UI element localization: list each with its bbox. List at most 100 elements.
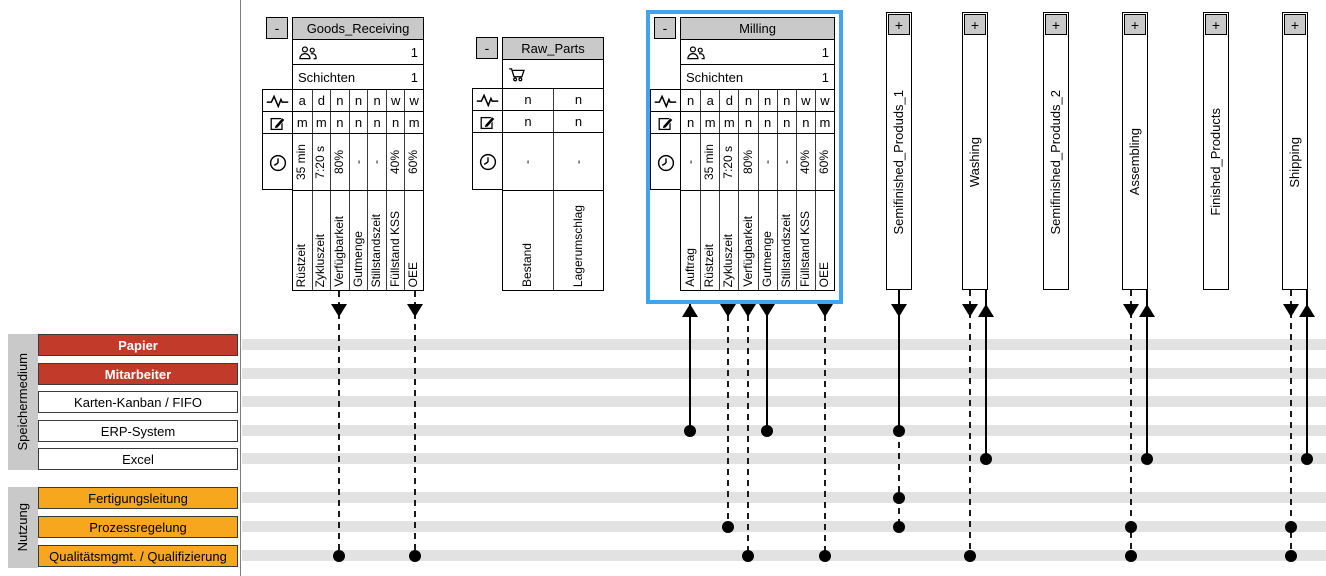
connector-line-goods-receiving-verf-gbarkeit xyxy=(338,291,340,556)
expand-button-finished-products[interactable]: + xyxy=(1205,14,1227,35)
row1-cell[interactable]: n xyxy=(367,90,386,111)
process-label-wrap: Semifinished_Produds_2 xyxy=(1044,37,1068,287)
metric-value-cell[interactable]: 60% xyxy=(404,134,423,190)
process-box-semifinished-produds-1[interactable]: + Semifinished_Produds_1 xyxy=(886,12,912,290)
row1-cell[interactable]: n xyxy=(524,92,532,107)
expand-button-washing[interactable]: + xyxy=(964,14,986,35)
info-value[interactable]: 1 xyxy=(821,69,829,85)
metric-value-cell[interactable]: - xyxy=(367,134,386,190)
row2-cell[interactable]: n xyxy=(348,112,368,133)
row1-cell[interactable]: w xyxy=(795,90,815,111)
metric-value-cell[interactable]: 7:20 s xyxy=(311,134,331,190)
row1-cell[interactable]: n xyxy=(776,90,796,111)
collapse-button-milling[interactable]: - xyxy=(654,17,676,39)
process-box-assembling[interactable]: +Assembling xyxy=(1122,12,1148,290)
metric-label: Auftrag xyxy=(682,248,697,287)
row2-cell[interactable]: m xyxy=(814,112,834,133)
expand-button-semifinished-produds-2[interactable]: + xyxy=(1045,14,1067,35)
metric-value-cell[interactable]: - xyxy=(757,134,777,190)
row1-cell[interactable]: d xyxy=(719,90,738,111)
metric-value-cell[interactable]: 80% xyxy=(330,134,349,190)
metric-value: 80% xyxy=(740,149,755,175)
metric-value-cell[interactable]: - xyxy=(553,133,603,190)
metric-value-cell[interactable]: - xyxy=(503,133,553,190)
metric-label-cell: Auftrag xyxy=(681,191,700,290)
row2-cell[interactable]: n xyxy=(524,114,532,129)
process-title[interactable]: Raw_Parts xyxy=(503,38,603,60)
row2-cell[interactable]: n xyxy=(686,115,695,130)
connector-line-washing-excel xyxy=(985,290,987,459)
row2-cell[interactable]: m xyxy=(700,112,719,133)
row2-cell[interactable]: n xyxy=(795,112,815,133)
metric-value-cell[interactable]: - xyxy=(348,134,368,190)
metric-label: Zykluszeit xyxy=(313,233,328,287)
edit-icon xyxy=(651,112,680,134)
row2-cell[interactable]: m xyxy=(404,112,423,133)
row2-cell[interactable]: m xyxy=(311,112,331,133)
row1-cell[interactable]: n xyxy=(348,90,368,111)
row2-cell[interactable]: n xyxy=(776,112,796,133)
metric-value-cell[interactable]: 60% xyxy=(814,134,834,190)
info-value[interactable]: 1 xyxy=(821,44,829,60)
metric-value-cell[interactable]: 40% xyxy=(795,134,815,190)
row1-cell[interactable]: w xyxy=(385,90,405,111)
row2-cell[interactable]: m xyxy=(719,112,738,133)
metric-value-cell[interactable]: 35 min xyxy=(700,134,719,190)
legend-row-erp-system: ERP-System xyxy=(38,420,238,442)
process-title[interactable]: Goods_Receiving xyxy=(293,18,423,40)
row2-cell[interactable]: n xyxy=(757,112,777,133)
metric-value-cell[interactable]: 80% xyxy=(738,134,757,190)
metric-label-cell: Rüstzeit xyxy=(700,191,719,290)
connection-dot xyxy=(964,550,976,562)
info-value[interactable]: 1 xyxy=(410,69,418,85)
metric-label: Lagerumschlag xyxy=(570,204,585,287)
process-label: Semifinished_Produds_1 xyxy=(890,89,906,235)
row1-cell[interactable]: w xyxy=(404,90,423,111)
metric-value-cell[interactable]: - xyxy=(776,134,796,190)
row1-cell[interactable]: d xyxy=(311,90,331,111)
row2-cell[interactable]: n xyxy=(330,112,349,133)
metric-label: Füllstand KSS xyxy=(387,210,402,287)
metric-value-cell[interactable]: 7:20 s xyxy=(719,134,738,190)
row1-cell[interactable]: n xyxy=(738,90,757,111)
metric-label-cell: OEE xyxy=(814,191,834,290)
expand-button-assembling[interactable]: + xyxy=(1124,14,1146,35)
collapse-button-raw-parts[interactable]: - xyxy=(476,37,498,59)
process-box-finished-products[interactable]: +Finished_Products xyxy=(1203,12,1229,290)
row2-cell[interactable]: n xyxy=(738,112,757,133)
connector-line-milling-zykluszeit xyxy=(727,304,729,527)
expand-button-shipping[interactable]: + xyxy=(1284,14,1306,35)
row1-cell[interactable]: a xyxy=(298,93,306,108)
metric-value: - xyxy=(570,159,585,164)
row1-cell[interactable]: a xyxy=(700,90,719,111)
metric-label-cell: Gutmenge xyxy=(348,191,368,290)
row2-cell[interactable]: m xyxy=(296,115,308,130)
collapse-button-goods-receiving[interactable]: - xyxy=(266,17,288,39)
info-value[interactable]: 1 xyxy=(410,44,418,60)
process-box-semifinished-produds-2[interactable]: +Semifinished_Produds_2 xyxy=(1043,12,1069,290)
connector-arrow-down-icon xyxy=(740,304,756,317)
info-row xyxy=(503,60,603,89)
expand-button-semifinished-produds-1[interactable]: + xyxy=(888,14,910,35)
row2-cell[interactable]: n xyxy=(553,111,603,132)
metric-label-cell: Rüstzeit xyxy=(293,191,312,290)
row1-cell[interactable]: n xyxy=(686,93,695,108)
process-title[interactable]: Milling xyxy=(681,18,834,40)
metric-value-cell[interactable]: 35 min xyxy=(293,134,312,190)
row2-cell[interactable]: n xyxy=(367,112,386,133)
row1-cell[interactable]: n xyxy=(330,90,349,111)
metric-value-cell[interactable]: 40% xyxy=(385,134,405,190)
metric-value-cell[interactable]: - xyxy=(681,134,700,190)
row2-cell[interactable]: n xyxy=(385,112,405,133)
process-box-shipping[interactable]: +Shipping xyxy=(1282,12,1308,290)
row1-cell[interactable]: w xyxy=(814,90,834,111)
process-box-washing[interactable]: +Washing xyxy=(962,12,988,290)
metric-label-cell: Zykluszeit xyxy=(719,191,738,290)
row1-cell[interactable]: n xyxy=(757,90,777,111)
row1-cell[interactable]: n xyxy=(553,89,603,110)
